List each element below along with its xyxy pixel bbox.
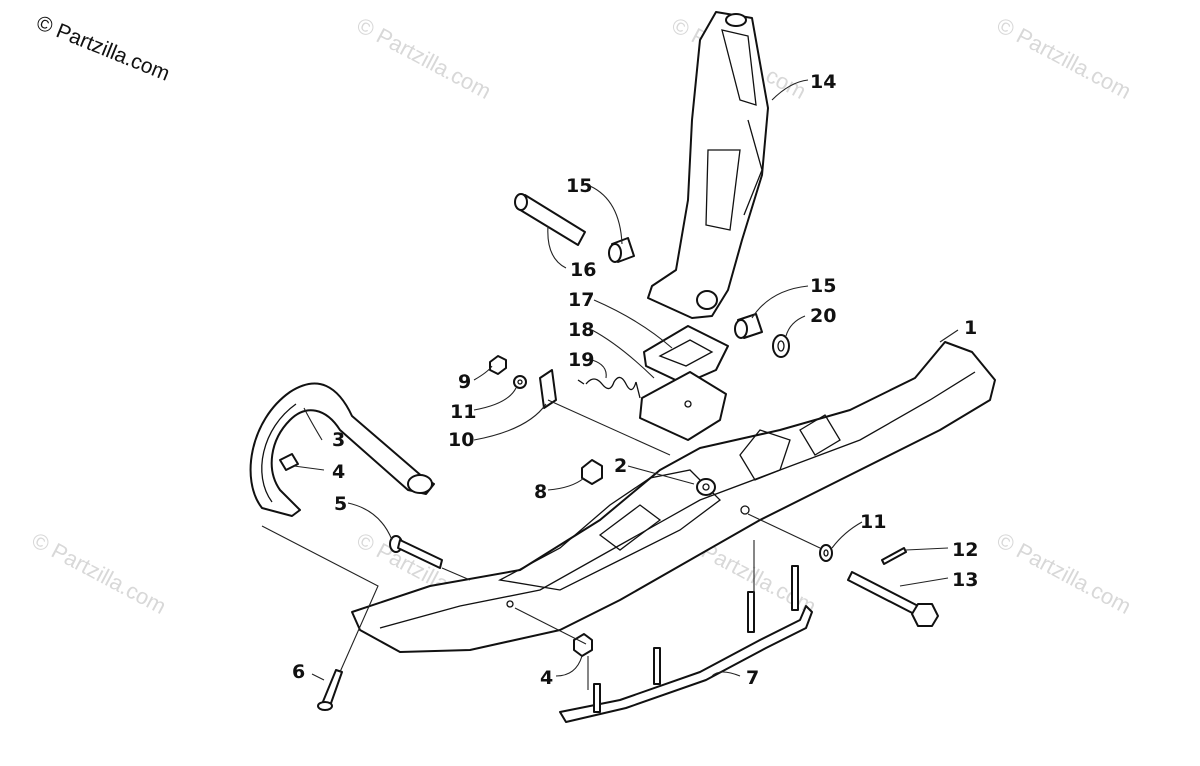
callout-label: 11: [450, 401, 476, 423]
bumper-part-17: [643, 325, 729, 385]
copyright-text: © Partzilla.com: [33, 11, 173, 85]
pin-part-12: [881, 547, 907, 565]
callout-label: 4: [332, 461, 345, 483]
callout-label: 13: [952, 569, 978, 591]
nut-part-8: [581, 459, 603, 485]
wear-bar-part-7: [559, 565, 813, 723]
bushing-part-15-upper: [608, 237, 635, 263]
callout-label: 5: [334, 493, 347, 515]
washer-part-11-lower: [819, 544, 833, 562]
callout-label: 2: [614, 455, 627, 477]
bushing-part-15-lower: [734, 313, 763, 339]
callout-label: 14: [810, 71, 836, 93]
callout-label: 10: [448, 429, 474, 451]
spring-part-19: [577, 376, 641, 399]
spindle-part-14: [647, 11, 769, 319]
callout-label: 15: [810, 275, 836, 297]
ski-part-1: [351, 341, 996, 653]
callout-label: 4: [540, 667, 553, 689]
nut-part-2: [696, 478, 716, 496]
plate-part-10: [539, 369, 557, 409]
callout-label: 17: [568, 289, 594, 311]
callout-label: 8: [534, 481, 547, 503]
screw-part-6: [317, 669, 343, 711]
callout-labels: 1 2 3 4 4 5 6 7 8 9 10 11 11 12 13 14 15…: [292, 71, 978, 689]
callout-label: 1: [964, 317, 977, 339]
callout-label: 11: [860, 511, 886, 533]
callout-label: 3: [332, 429, 345, 451]
watermark: © Partzilla.com: [28, 527, 171, 619]
washer-part-11-upper: [513, 375, 527, 389]
watermark: © Partzilla.com: [993, 527, 1136, 619]
callout-label: 18: [568, 319, 594, 341]
cap-part-4-upper: [279, 453, 299, 471]
callout-label: 15: [566, 175, 592, 197]
watermark: © Partzilla.com: [353, 12, 496, 104]
nut-part-9: [489, 355, 507, 375]
callout-label: 16: [570, 259, 596, 281]
callout-label: 7: [746, 667, 759, 689]
washer-part-20: [772, 334, 790, 358]
bracket-part-18: [639, 371, 727, 441]
bolt-part-5: [389, 535, 443, 569]
watermark: © Partzilla.com: [993, 12, 1136, 104]
watermarks: © Partzilla.com © Partzilla.com © Partzi…: [28, 12, 1136, 619]
callout-label: 20: [810, 305, 836, 327]
callout-label: 9: [458, 371, 471, 393]
callout-label: 19: [568, 349, 594, 371]
tube-part-16: [514, 193, 586, 246]
callout-label: 12: [952, 539, 978, 561]
ski-loop-part-3: [249, 382, 435, 517]
bolt-part-13: [847, 571, 939, 627]
nut-part-4-lower: [573, 633, 593, 657]
callout-label: 6: [292, 661, 305, 683]
leader-lines: [261, 79, 959, 690]
